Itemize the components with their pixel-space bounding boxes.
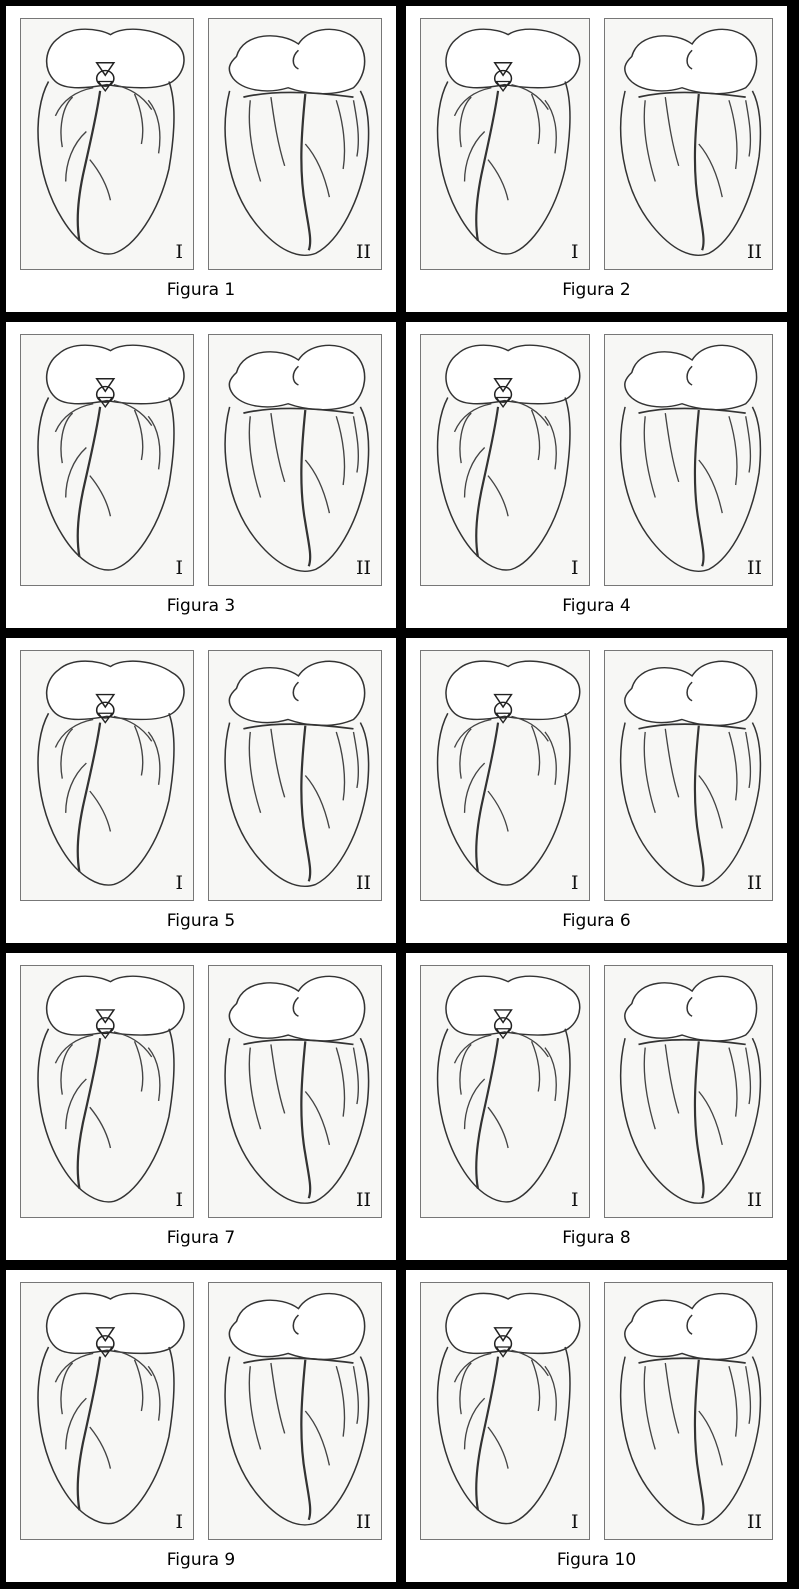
view-label-ii: II bbox=[747, 1511, 762, 1533]
figure-cell: I II Figura 9 bbox=[6, 1270, 396, 1582]
view-label-ii: II bbox=[747, 1189, 762, 1211]
figure-cell: I II Figura 1 bbox=[6, 6, 396, 312]
figure-cell: I II Figura 3 bbox=[6, 322, 396, 628]
view-label-ii: II bbox=[747, 557, 762, 579]
view-label-ii: II bbox=[356, 241, 371, 263]
heart-illustration bbox=[605, 19, 773, 269]
view-label-i: I bbox=[175, 241, 183, 263]
figure-caption: Figura 3 bbox=[6, 596, 396, 616]
view-label-i: I bbox=[175, 872, 183, 894]
figure-caption: Figura 4 bbox=[406, 596, 787, 616]
view-label-ii: II bbox=[747, 241, 762, 263]
heart-illustration bbox=[605, 966, 773, 1217]
heart-anterior-view: I bbox=[20, 965, 194, 1218]
heart-illustration bbox=[209, 1283, 381, 1539]
heart-posterior-view: II bbox=[208, 965, 382, 1218]
view-label-i: I bbox=[571, 241, 579, 263]
view-label-ii: II bbox=[356, 557, 371, 579]
figure-caption: Figura 2 bbox=[406, 280, 787, 300]
heart-posterior-view: II bbox=[604, 18, 774, 270]
figure-cell: I II Figura 10 bbox=[406, 1270, 787, 1582]
heart-anterior-view: I bbox=[420, 650, 590, 901]
view-label-ii: II bbox=[747, 872, 762, 894]
heart-illustration bbox=[21, 966, 193, 1217]
view-label-i: I bbox=[571, 872, 579, 894]
view-label-i: I bbox=[175, 1189, 183, 1211]
view-label-i: I bbox=[175, 1511, 183, 1533]
figure-cell: I II Figura 7 bbox=[6, 953, 396, 1260]
figure-caption: Figura 6 bbox=[406, 911, 787, 931]
figure-caption: Figura 1 bbox=[6, 280, 396, 300]
figure-caption: Figura 10 bbox=[406, 1550, 787, 1570]
heart-posterior-view: II bbox=[208, 334, 382, 586]
heart-illustration bbox=[209, 19, 381, 269]
heart-anterior-view: I bbox=[20, 1282, 194, 1540]
figure-caption: Figura 7 bbox=[6, 1228, 396, 1248]
heart-illustration bbox=[21, 651, 193, 900]
heart-illustration bbox=[209, 651, 381, 900]
heart-posterior-view: II bbox=[604, 1282, 774, 1540]
heart-illustration bbox=[421, 19, 589, 269]
heart-illustration bbox=[21, 19, 193, 269]
figure-caption: Figura 5 bbox=[6, 911, 396, 931]
figure-cell: I II Figura 5 bbox=[6, 638, 396, 943]
heart-anterior-view: I bbox=[420, 965, 590, 1218]
heart-posterior-view: II bbox=[604, 965, 774, 1218]
heart-illustration bbox=[421, 1283, 589, 1539]
figure-cell: I II Figura 6 bbox=[406, 638, 787, 943]
view-label-ii: II bbox=[356, 1189, 371, 1211]
view-label-i: I bbox=[571, 1189, 579, 1211]
view-label-ii: II bbox=[356, 1511, 371, 1533]
heart-illustration bbox=[209, 966, 381, 1217]
figure-cell: I II Figura 2 bbox=[406, 6, 787, 312]
view-label-i: I bbox=[571, 1511, 579, 1533]
heart-posterior-view: II bbox=[604, 650, 774, 901]
figure-cell: I II Figura 8 bbox=[406, 953, 787, 1260]
view-label-i: I bbox=[175, 557, 183, 579]
view-label-i: I bbox=[571, 557, 579, 579]
view-label-ii: II bbox=[356, 872, 371, 894]
heart-illustration bbox=[605, 651, 773, 900]
heart-illustration bbox=[209, 335, 381, 585]
heart-illustration bbox=[605, 1283, 773, 1539]
heart-anterior-view: I bbox=[20, 334, 194, 586]
figure-cell: I II Figura 4 bbox=[406, 322, 787, 628]
heart-illustration bbox=[421, 335, 589, 585]
heart-posterior-view: II bbox=[604, 334, 774, 586]
heart-illustration bbox=[421, 651, 589, 900]
heart-anterior-view: I bbox=[420, 1282, 590, 1540]
heart-posterior-view: II bbox=[208, 18, 382, 270]
heart-posterior-view: II bbox=[208, 650, 382, 901]
figure-caption: Figura 9 bbox=[6, 1550, 396, 1570]
heart-anterior-view: I bbox=[420, 18, 590, 270]
figure-caption: Figura 8 bbox=[406, 1228, 787, 1248]
heart-anterior-view: I bbox=[20, 18, 194, 270]
heart-anterior-view: I bbox=[420, 334, 590, 586]
heart-illustration bbox=[421, 966, 589, 1217]
heart-anterior-view: I bbox=[20, 650, 194, 901]
heart-illustration bbox=[21, 1283, 193, 1539]
heart-illustration bbox=[605, 335, 773, 585]
heart-illustration bbox=[21, 335, 193, 585]
heart-posterior-view: II bbox=[208, 1282, 382, 1540]
